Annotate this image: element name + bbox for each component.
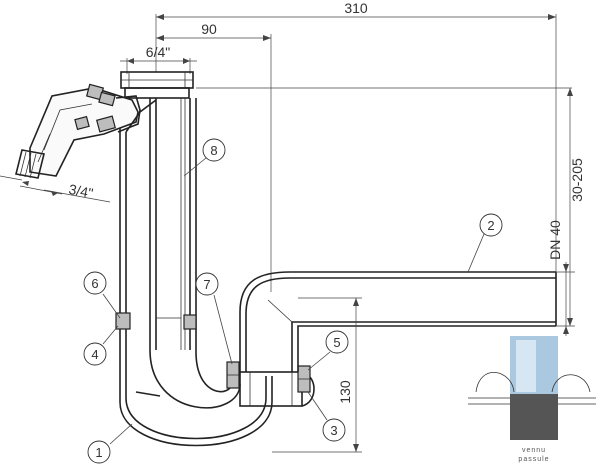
dimension-90-label: 90 (201, 21, 217, 37)
callout-1: 1 (87, 423, 133, 464)
svg-text:6: 6 (91, 276, 98, 291)
dimension-height-range-label: 30-205 (569, 158, 585, 202)
svg-text:3: 3 (330, 423, 337, 438)
dimension-310: 310 (155, 0, 557, 272)
callout-7: 7 (195, 272, 233, 365)
dimension-pipe-diameter-label: DN 40 (547, 220, 563, 260)
svg-text:1: 1 (95, 445, 102, 460)
callout-5: 5 (307, 330, 349, 371)
dimension-thread-top: 6/4" (120, 44, 197, 74)
svg-text:2: 2 (487, 218, 494, 233)
brand-logo: vennu passule (468, 336, 596, 463)
slip-joint (226, 361, 315, 407)
siphon-housing (115, 98, 197, 402)
inlet-nut (120, 71, 194, 99)
dimension-thread-side: 3/4" (0, 175, 111, 203)
svg-text:4: 4 (91, 347, 98, 362)
callout-2: 2 (467, 213, 503, 273)
outlet-pipe (239, 271, 557, 372)
dimension-310-label: 310 (344, 0, 368, 16)
dimension-pipe-diameter: DN 40 (547, 220, 575, 336)
callout-4: 4 (83, 325, 119, 366)
dimension-height-lower-label: 130 (337, 380, 353, 404)
dimension-height-range: 30-205 (196, 87, 585, 327)
svg-text:7: 7 (203, 277, 210, 292)
dimension-thread-side-label: 3/4" (67, 181, 94, 201)
u-bend (119, 349, 273, 447)
svg-text:8: 8 (210, 143, 217, 158)
dimension-thread-top-label: 6/4" (146, 44, 170, 60)
callout-6: 6 (83, 271, 121, 319)
logo-line-1: vennu (522, 447, 546, 454)
svg-text:5: 5 (333, 335, 340, 350)
callout-3: 3 (307, 391, 346, 442)
dimension-90: 90 (156, 21, 272, 292)
side-inlet-connector (15, 83, 141, 179)
dimension-height-lower: 130 (272, 297, 362, 453)
logo-line-2: passule (518, 456, 549, 463)
callout-8: 8 (183, 138, 226, 177)
